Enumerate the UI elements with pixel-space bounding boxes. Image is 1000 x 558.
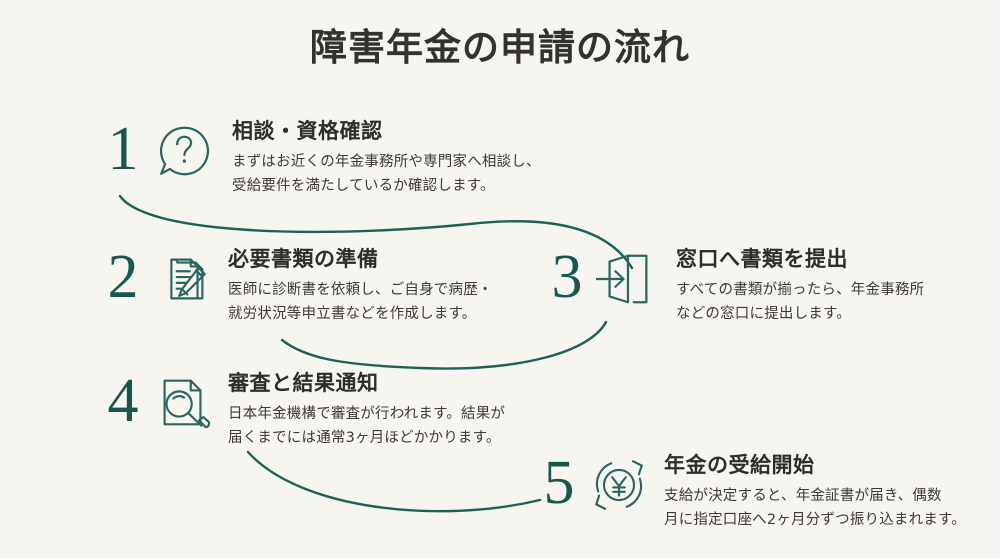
page-title: 障害年金の申請の流れ [310,26,690,69]
document-magnifier-icon [152,372,214,434]
door-entry-arrow-icon [596,248,658,310]
step-2: 2 必要書類の準備 医師に診断書を依頼し、ご自身で病歴・ 就労状況等申立書などを… [96,246,493,326]
question-speech-bubble-icon [152,120,214,182]
step-1: 1 相談・資格確認 まずはお近くの年金事務所や専門家へ相談し、 受給要件を満たし… [96,118,541,198]
step-2-body: 医師に診断書を依頼し、ご自身で病歴・ 就労状況等申立書などを作成します。 [228,282,493,322]
step-3-text: 窓口へ書類を提出 すべての書類が揃ったら、年金事務所 などの窓口に提出します。 [676,246,924,326]
step-4: 4 審査と結果通知 日本年金機構で審査が行われます。結果が 届くまでには通常3ヶ… [96,370,505,450]
document-pen-icon [152,248,214,310]
step-1-heading: 相談・資格確認 [232,119,383,143]
step-5: 5 年金の受給開始 支給が決定すると、年金証書が届き、偶数 月に指定口座へ2ヶ月… [532,452,966,532]
step-1-text: 相談・資格確認 まずはお近くの年金事務所や専門家へ相談し、 受給要件を満たしてい… [232,118,541,198]
step-5-heading: 年金の受給開始 [664,453,815,477]
step-4-number: 4 [107,367,139,435]
step-5-text: 年金の受給開始 支給が決定すると、年金証書が届き、偶数 月に指定口座へ2ヶ月分ず… [664,452,966,532]
step-5-body: 支給が決定すると、年金証書が届き、偶数 月に指定口座へ2ヶ月分ずつ振り込まれます… [664,488,966,528]
step-3: 3 窓口へ書類を提出 すべての書類が揃ったら、年金事務所 などの窓口に提出します… [540,243,925,326]
step-3-body: すべての書類が揃ったら、年金事務所 などの窓口に提出します。 [676,282,925,322]
step-4-heading: 審査と結果通知 [228,371,379,395]
step-1-body: まずはお近くの年金事務所や専門家へ相談し、 受給要件を満たしているか確認します。 [232,154,541,194]
step-2-heading: 必要書類の準備 [228,247,379,271]
step-5-number: 5 [543,449,575,517]
step-3-heading: 窓口へ書類を提出 [676,247,848,271]
step-2-number: 2 [107,243,139,311]
step-4-text: 審査と結果通知 日本年金機構で審査が行われます。結果が 届くまでには通常3ヶ月ほ… [228,370,505,450]
step-3-number: 3 [551,243,583,311]
step-4-body: 日本年金機構で審査が行われます。結果が 届くまでには通常3ヶ月ほどかかります。 [228,406,506,446]
step-1-number: 1 [107,115,139,183]
yen-refresh-icon [588,454,650,516]
step-2-text: 必要書類の準備 医師に診断書を依頼し、ご自身で病歴・ 就労状況等申立書などを作成… [228,246,493,326]
